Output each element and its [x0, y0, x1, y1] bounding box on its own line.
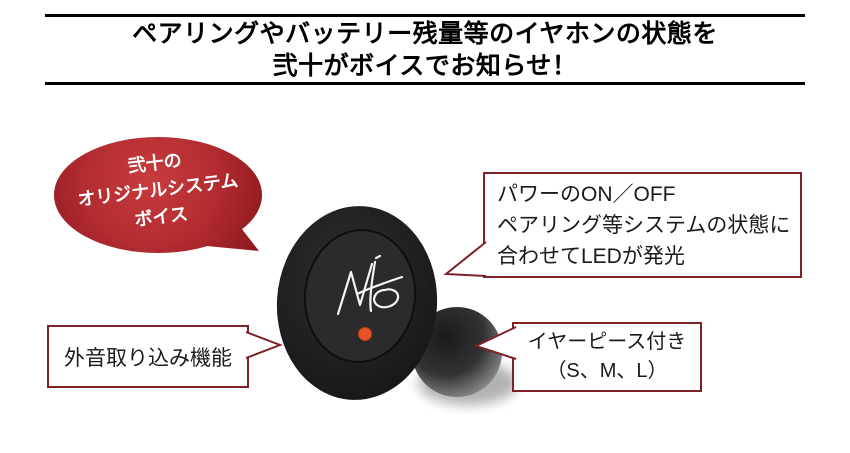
- led-dot: [358, 327, 372, 341]
- callout-eartips-box: イヤーピース付き （S、M、L）: [512, 322, 702, 392]
- callout-ambient-box: 外音取り込み機能: [47, 325, 249, 388]
- callout-eartips-line2: （S、M、L）: [546, 360, 668, 382]
- callout-ambient-label: 外音取り込み機能: [64, 346, 232, 370]
- title-rule-top: [45, 14, 805, 17]
- title-rule-bottom: [45, 82, 805, 85]
- speech-bubble-ellipse: [54, 137, 262, 253]
- callout-led-box: パワーのON／OFF ペアリング等システムの状態に 合わせてLEDが発光: [483, 172, 802, 278]
- speech-bubble-shape: [54, 137, 262, 253]
- callout-eartips-line1: イヤーピース付き: [527, 331, 687, 353]
- callout-led-tail: [443, 241, 487, 277]
- callout-led-line2: ペアリング等システムの状態に: [497, 214, 791, 237]
- earbud-face: [303, 229, 417, 363]
- page-title-line2: 弐十がボイスでお知らせ！: [272, 52, 578, 80]
- callout-led-line1: パワーのON／OFF: [497, 183, 676, 206]
- nito-logo-icon: [336, 254, 404, 316]
- callout-eartips-tail: [473, 326, 517, 360]
- earbud-illustration: [276, 206, 518, 405]
- callout-ambient-tail: [245, 331, 283, 359]
- callout-led-line3: 合わせてLEDが発光: [497, 245, 685, 268]
- ear-tip: [412, 307, 502, 397]
- page-title: ペアリングやバッテリー残量等のイヤホンの状態を 弐十がボイスでお知らせ！: [0, 18, 850, 82]
- page-title-line1: ペアリングやバッテリー残量等のイヤホンの状態を: [132, 20, 718, 48]
